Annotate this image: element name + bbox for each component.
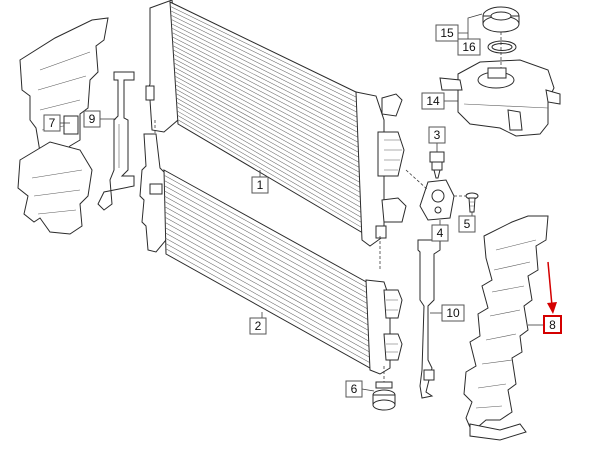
- part-1-radiator: [145, 0, 407, 247]
- svg-text:16: 16: [462, 40, 476, 54]
- svg-text:1: 1: [257, 178, 264, 192]
- svg-text:9: 9: [89, 112, 96, 126]
- dash-4: [405, 169, 429, 191]
- callout-3[interactable]: 3: [428, 126, 446, 144]
- part-5-screw: [465, 192, 479, 213]
- svg-text:7: 7: [49, 116, 56, 130]
- callout-15[interactable]: 15: [435, 24, 459, 42]
- part-2-condenser: [139, 133, 403, 375]
- svg-text:10: 10: [446, 306, 460, 320]
- leader-6: [361, 388, 375, 392]
- callout-8-highlighted[interactable]: 8: [543, 315, 562, 334]
- callout-14[interactable]: 14: [421, 92, 445, 110]
- highlight-arrow-head: [547, 302, 557, 314]
- svg-text:8: 8: [549, 318, 556, 332]
- part-4-housing: [419, 179, 455, 221]
- callout-5[interactable]: 5: [458, 215, 476, 233]
- part-9-left-bracket: [97, 71, 135, 211]
- part-3-sensor: [429, 151, 445, 179]
- svg-text:4: 4: [437, 226, 444, 240]
- part-15-cap: [482, 6, 520, 33]
- part-6-drain-plug: [372, 381, 396, 411]
- callout-16[interactable]: 16: [457, 38, 481, 56]
- callout-9[interactable]: 9: [83, 110, 101, 128]
- part-16-gasket: [487, 40, 517, 54]
- callout-2[interactable]: 2: [249, 317, 267, 335]
- svg-text:15: 15: [440, 26, 454, 40]
- callout-7[interactable]: 7: [43, 114, 61, 132]
- svg-text:2: 2: [255, 319, 262, 333]
- part-10-bracket-wire: [417, 239, 441, 399]
- svg-text:3: 3: [434, 128, 441, 142]
- callout-4[interactable]: 4: [431, 224, 449, 242]
- part-8-right-air-guide: [463, 215, 549, 441]
- part-14-expansion-tank: [439, 59, 561, 137]
- part-7-left-air-guide: [17, 17, 109, 235]
- svg-text:5: 5: [464, 217, 471, 231]
- svg-text:6: 6: [351, 382, 358, 396]
- callout-1[interactable]: 1: [251, 176, 269, 194]
- svg-text:14: 14: [426, 94, 440, 108]
- callout-10[interactable]: 10: [441, 304, 465, 322]
- highlight-arrow-line: [547, 261, 553, 307]
- callout-6[interactable]: 6: [345, 380, 363, 398]
